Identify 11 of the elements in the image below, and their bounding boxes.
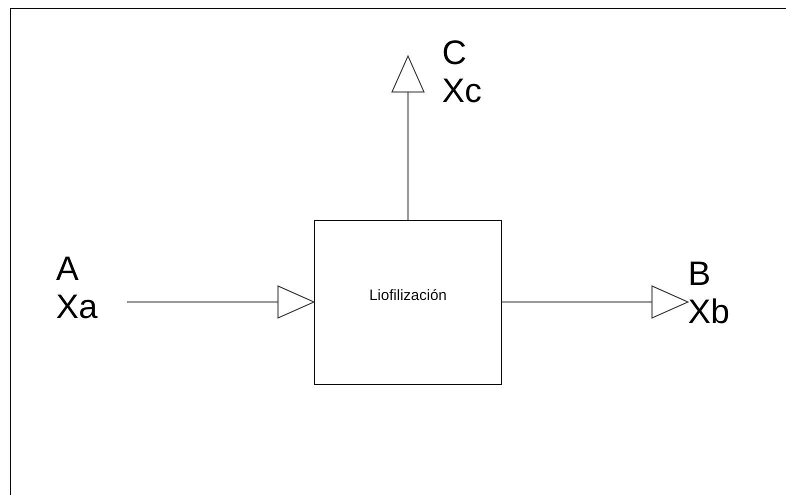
stream-label: C — [442, 34, 468, 72]
arrow — [502, 286, 688, 318]
stream-label: B — [688, 255, 712, 293]
stream-label: Xa — [56, 288, 99, 326]
stream-label: Xb — [688, 293, 731, 331]
process-box — [314, 220, 502, 385]
stream-label: Xc — [442, 72, 483, 110]
arrow — [392, 56, 424, 220]
process-label: Liofilización — [369, 287, 447, 304]
stream-label: A — [56, 250, 80, 288]
arrow — [126, 286, 314, 318]
